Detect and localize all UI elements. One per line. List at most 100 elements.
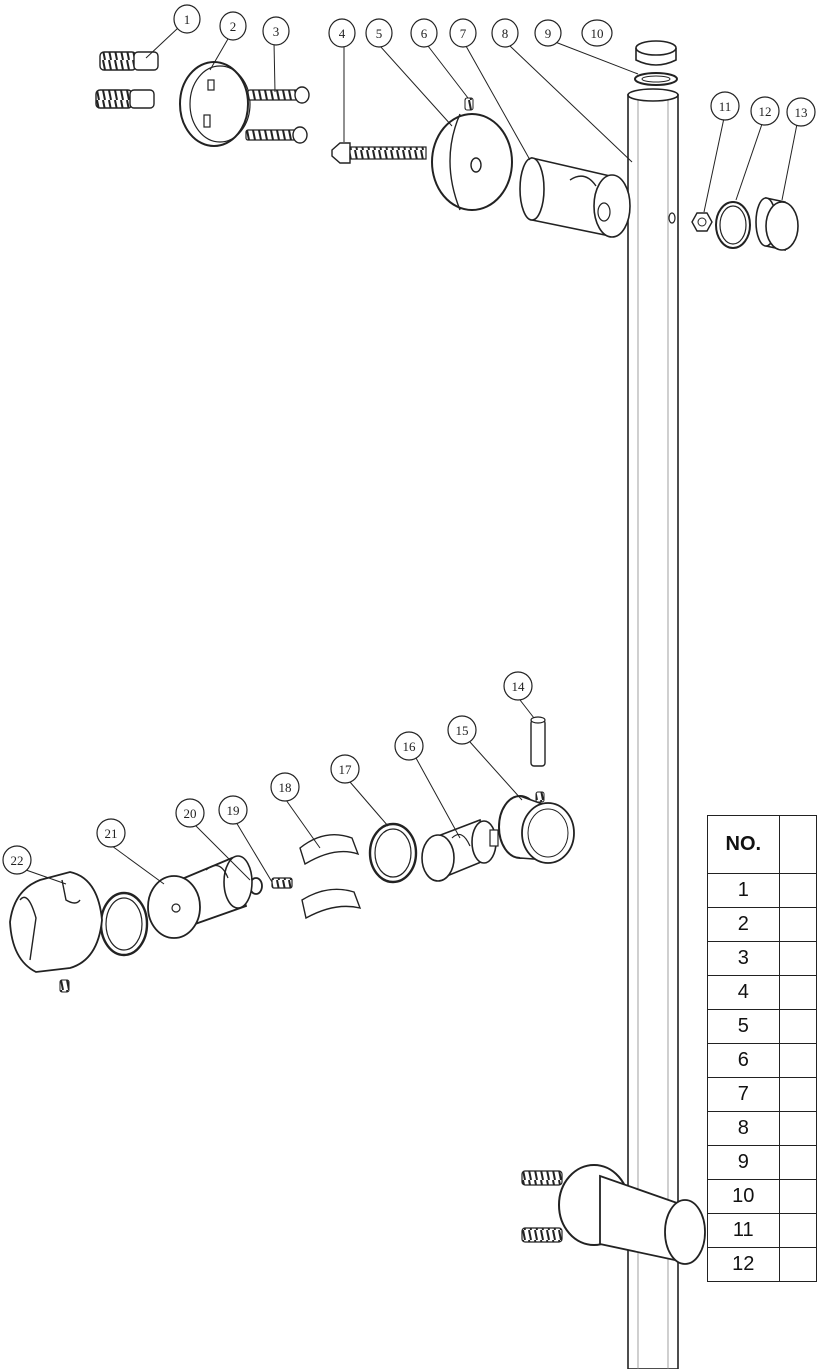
mounting-plate (179, 61, 251, 147)
svg-text:5: 5 (376, 26, 383, 41)
parts-table-row: 8 (707, 1111, 817, 1146)
end-cap (755, 197, 799, 251)
parts-table-no-cell: 6 (707, 1043, 780, 1078)
parts-table-row: 12 (707, 1247, 817, 1282)
parts-table-no-cell: 2 (707, 907, 780, 942)
holder-barrel (147, 855, 253, 939)
svg-text:15: 15 (456, 723, 469, 738)
svg-text:2: 2 (230, 19, 237, 34)
parts-table-no-cell: 8 (707, 1111, 780, 1146)
callout-3: 3 (262, 16, 290, 46)
svg-text:13: 13 (795, 105, 808, 120)
callout-1: 1 (173, 4, 201, 34)
shower-head-holder (9, 871, 103, 993)
parts-table-desc-cell (778, 1009, 817, 1044)
callout-16: 16 (394, 731, 424, 761)
parts-table-row: 9 (707, 1145, 817, 1180)
parts-table-header-no: NO. (707, 815, 780, 874)
svg-text:4: 4 (339, 26, 346, 41)
callout-13: 13 (786, 97, 816, 127)
svg-text:20: 20 (184, 806, 197, 821)
callout-7: 7 (449, 18, 477, 48)
parts-table-desc-cell (778, 1145, 817, 1180)
hex-nut (691, 212, 713, 232)
callout-11: 11 (710, 91, 740, 121)
callouts: 1 2 3 4 5 6 7 8 9 10 11 12 13 14 15 16 1… (2, 4, 816, 875)
parts-table-desc-cell (778, 1247, 817, 1282)
parts-table-desc-cell (778, 1213, 817, 1248)
parts-table-row: 4 (707, 975, 817, 1010)
callout-6: 6 (410, 18, 438, 48)
pin (530, 716, 546, 767)
wall-plug-upper (99, 51, 159, 71)
callout-14: 14 (503, 671, 533, 701)
callout-2: 2 (219, 11, 247, 41)
spring-clip-upper (299, 834, 360, 866)
callout-4: 4 (328, 18, 356, 48)
svg-text:16: 16 (403, 739, 417, 754)
o-ring-17 (368, 822, 418, 884)
parts-table-no-cell: 4 (707, 975, 780, 1010)
svg-text:8: 8 (502, 26, 509, 41)
wall-plug-lower (95, 89, 155, 109)
connector-sleeve (519, 156, 631, 238)
sealing-ring (715, 201, 751, 249)
svg-text:10: 10 (591, 26, 604, 41)
svg-text:18: 18 (279, 780, 292, 795)
parts-table-row: 11 (707, 1213, 817, 1248)
bottom-bracket-assembly (521, 1164, 706, 1265)
parts-table-row: 3 (707, 941, 817, 976)
parts-table-no-cell: 3 (707, 941, 780, 976)
spring-clip-lower (301, 888, 362, 920)
svg-text:21: 21 (105, 826, 118, 841)
callout-21: 21 (96, 818, 126, 848)
parts-table-desc-cell (778, 1111, 817, 1146)
parts-table-no-cell: 9 (707, 1145, 780, 1180)
svg-text:6: 6 (421, 26, 428, 41)
callout-5: 5 (365, 18, 393, 48)
parts-table-no-cell: 11 (707, 1213, 780, 1248)
leader-lines (25, 27, 798, 885)
callout-19: 19 (218, 795, 248, 825)
parts-table-no-cell: 5 (707, 1009, 780, 1044)
parts-table-no-cell: 10 (707, 1179, 780, 1214)
parts-table-no-cell: 1 (707, 873, 780, 908)
svg-text:22: 22 (11, 853, 24, 868)
svg-text:3: 3 (273, 24, 280, 39)
set-screw-top (464, 97, 474, 111)
parts-table-row: 7 (707, 1077, 817, 1112)
parts-table-row: 10 (707, 1179, 817, 1214)
parts-table-desc-cell (778, 1179, 817, 1214)
svg-text:11: 11 (719, 99, 732, 114)
outer-sleeve (498, 791, 575, 864)
callout-12: 12 (750, 96, 780, 126)
svg-text:1: 1 (184, 12, 191, 27)
parts-table-desc-cell (778, 941, 817, 976)
callout-22: 22 (2, 845, 32, 875)
parts-table-header-row: NO. (707, 815, 817, 874)
parts-table-row: 1 (707, 873, 817, 908)
top-cap (635, 40, 677, 66)
slide-rail (627, 88, 679, 1369)
parts-table-desc-cell (778, 907, 817, 942)
parts-table-row: 2 (707, 907, 817, 942)
callout-9: 9 (534, 19, 562, 47)
parts-table-no-cell: 7 (707, 1077, 780, 1112)
svg-text:17: 17 (339, 762, 353, 777)
callout-18: 18 (270, 772, 300, 802)
parts-table-desc-cell (778, 873, 817, 908)
parts-table-desc-cell (778, 975, 817, 1010)
svg-text:19: 19 (227, 803, 240, 818)
callout-20: 20 (175, 798, 205, 828)
top-washer (634, 72, 678, 86)
parts-table-no-cell: 12 (707, 1247, 780, 1282)
callout-8: 8 (491, 18, 519, 48)
svg-text:12: 12 (759, 104, 772, 119)
callout-10: 10 (581, 19, 613, 47)
small-screw (271, 877, 293, 889)
round-base (431, 113, 513, 211)
callout-15: 15 (447, 715, 477, 745)
svg-text:7: 7 (460, 26, 467, 41)
